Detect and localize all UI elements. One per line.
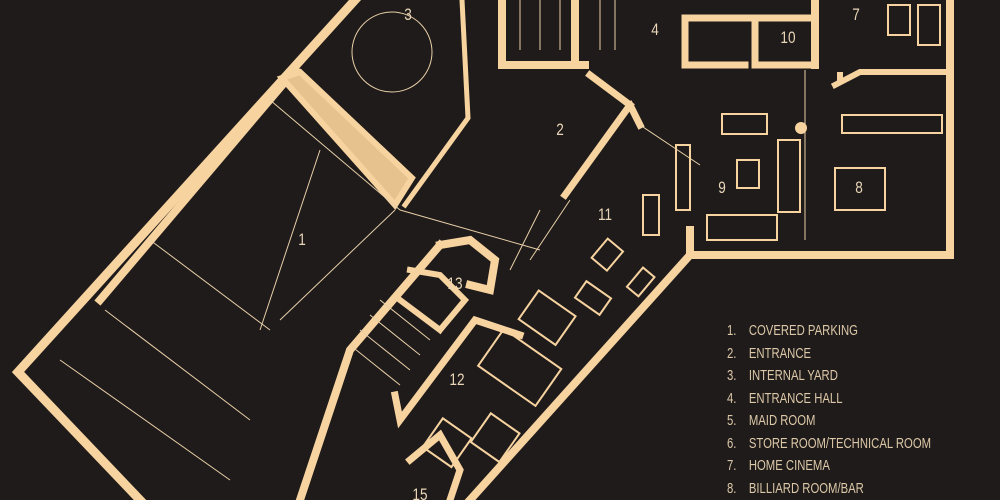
tree-icon [351,11,433,93]
carport-bay-lines [59,99,541,481]
sofa-icon [706,214,778,241]
gym-machine-icon [625,266,656,298]
sofa-icon [517,289,577,347]
room-number-2: 2 [556,120,564,139]
room-legend: 1. COVERED PARKING 2. ENTRANCE 3. INTERNAL … [727,320,989,500]
cinema-seat-icon [887,4,911,36]
room-number-13: 13 [447,274,463,293]
bar-counter-icon [841,114,943,134]
room-number-7: 7 [852,5,860,24]
wall-entrance [560,70,645,200]
room-number-3: 3 [404,5,412,24]
legend-item: 7. HOME CINEMA [727,455,931,478]
gym-machine-icon [573,279,613,317]
legend-number: 3. [727,368,737,385]
wall-carport-outer [11,0,362,500]
legend-item: 2. ENTRANCE [727,343,931,366]
legend-label: ENTRANCE [748,345,812,362]
planter-band [276,68,416,210]
legend-item: 5. MAID ROOM [727,410,931,433]
wall-carport-inner [94,64,301,306]
wall-yard-right [401,0,471,209]
legend-item: 1. COVERED PARKING [727,320,931,343]
room-number-15: 15 [412,485,428,500]
legend-item: 8. BILLIARD ROOM/BAR [727,478,931,500]
room-number-1: 1 [298,230,306,249]
armchair-icon [469,411,521,464]
wall-room-12 [390,315,525,500]
legend-item: 6. STORE ROOM/TECHNICAL ROOM [727,433,931,456]
armchair-icon [421,416,473,469]
billiard-table-icon [834,167,886,211]
stair-lines [349,0,616,386]
room-number-8: 8 [855,178,863,197]
legend-number: 2. [727,345,737,362]
legend-number: 4. [727,390,737,407]
gym-machine-icon [590,237,625,273]
room-number-10: 10 [780,28,796,47]
wall-13 [395,266,470,335]
wall-core [295,235,500,500]
legend-label: INTERNAL YARD [748,368,838,385]
room-number-11: 11 [597,205,613,224]
sofa-icon [721,113,768,135]
legend-item: 4. ENTRANCE HALL [727,388,931,411]
column-icon [675,144,691,211]
wall-diagonal-lower [464,249,696,500]
legend-label: HOME CINEMA [748,458,830,475]
legend-number: 8. [727,480,737,497]
wall-cinema [830,69,948,90]
wall-hall [498,0,589,69]
legend-label: MAID ROOM [748,413,816,430]
bed-icon [476,327,563,408]
legend-label: STORE ROOM/TECHNICAL ROOM [748,435,932,452]
sofa-icon [777,139,801,213]
legend-label: BILLIARD ROOM/BAR [748,480,864,497]
legend-number: 5. [727,413,737,430]
legend-item: 3. INTERNAL YARD [727,365,931,388]
legend-label: COVERED PARKING [748,323,858,340]
coffee-table-icon [736,159,760,189]
gym-bench-icon [642,194,660,236]
cinema-seat-icon [917,4,941,46]
legend-number: 6. [727,435,737,452]
legend-label: ENTRANCE HALL [748,390,843,407]
divider-lines [529,70,806,261]
legend-number: 7. [727,458,737,475]
column-icon [795,122,807,134]
room-number-9: 9 [718,178,726,197]
wall-right-building [686,0,954,259]
room-number-4: 4 [651,20,659,39]
room-number-12: 12 [449,370,465,389]
legend-number: 1. [727,323,737,340]
